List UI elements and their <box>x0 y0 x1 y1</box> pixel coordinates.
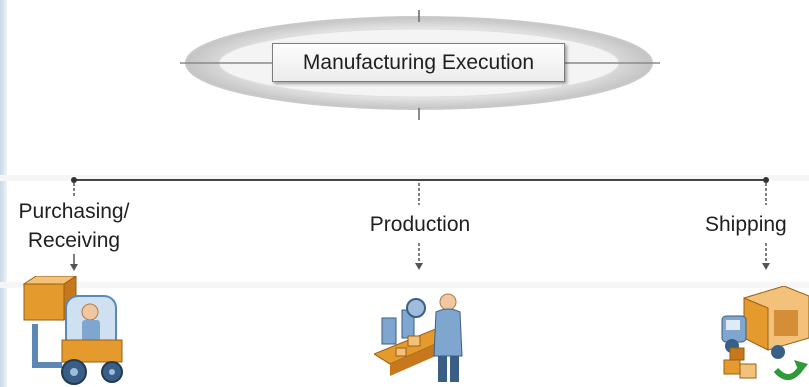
branch-label-shipping: Shipping <box>705 213 787 236</box>
root-node-label: Manufacturing Execution <box>302 50 535 74</box>
branch-label-purchasing: Purchasing/ Receiving <box>4 197 144 255</box>
branch-dot-left <box>71 177 77 183</box>
forklift-icon <box>22 276 123 385</box>
background-band <box>0 282 809 288</box>
delivery-truck-icon <box>721 286 809 380</box>
branch-label-purchasing-line1: Purchasing/ <box>18 200 130 223</box>
arrow-production <box>415 243 423 270</box>
branch-label-production: Production <box>369 213 471 236</box>
branch-dot-right <box>763 177 769 183</box>
root-node-manufacturing-execution: Manufacturing Execution <box>272 43 565 82</box>
background-band <box>0 175 809 181</box>
branch-label-purchasing-line2: Receiving <box>27 229 121 252</box>
arrow-purchasing <box>70 254 78 271</box>
arrow-shipping <box>762 243 770 270</box>
assembly-worker-icon <box>374 293 463 382</box>
left-edge-bar <box>0 0 7 387</box>
